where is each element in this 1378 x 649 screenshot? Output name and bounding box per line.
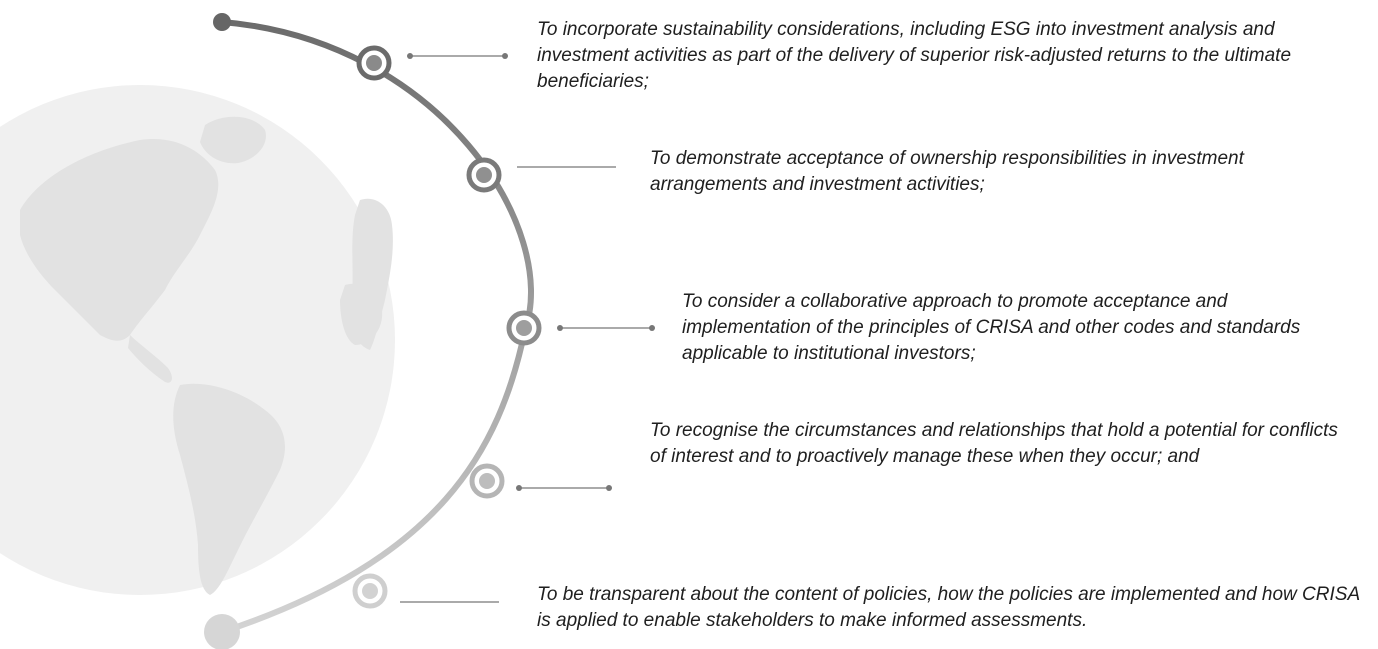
timeline-node-5: [352, 573, 388, 609]
continent-greenland: [200, 116, 266, 164]
timeline-node-2: [466, 157, 502, 193]
timeline-node-3: [506, 310, 542, 346]
arc-end-dot: [204, 614, 240, 649]
globe-background: [0, 85, 395, 595]
principle-text-3: To consider a collaborative approach to …: [682, 291, 1301, 364]
continent-north-america: [20, 139, 219, 341]
continent-africa-west: [340, 283, 383, 345]
timeline-node-1: [356, 45, 392, 81]
principle-text-1: To incorporate sustainability considerat…: [537, 19, 1292, 92]
principle-text-5: To be transparent about the content of p…: [537, 584, 1360, 631]
connector-4: [516, 485, 612, 491]
connector-3: [557, 325, 655, 331]
continent-central-america: [128, 335, 172, 383]
continent-south-america: [173, 383, 285, 595]
timeline-node-4: [469, 463, 505, 499]
principle-text-4: To recognise the circumstances and relat…: [650, 420, 1338, 467]
arc-start-dot: [213, 13, 231, 31]
connector-1: [407, 53, 508, 59]
principle-text-2: To demonstrate acceptance of ownership r…: [650, 148, 1244, 195]
